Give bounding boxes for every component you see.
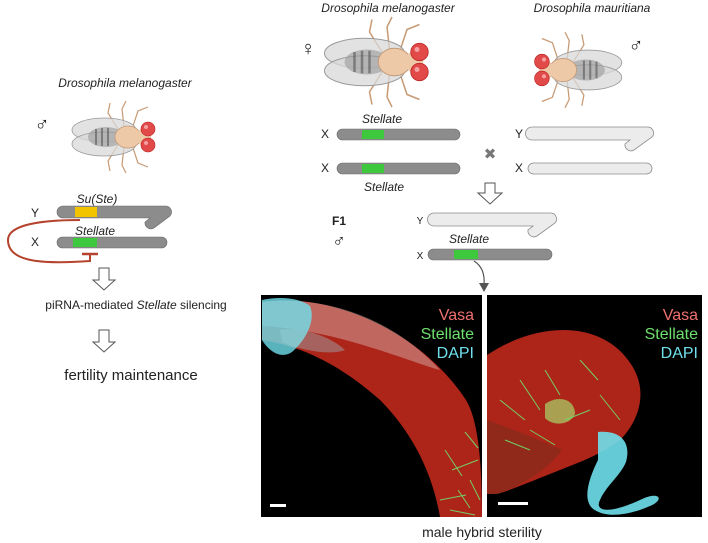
left-down-arrow-2: [91, 329, 117, 353]
f1-x-chromosome: [427, 248, 553, 261]
left-species-label: Drosophila melanogaster: [58, 76, 192, 90]
stellate-bottom-label: Stellate: [364, 180, 404, 194]
pirna-repression-arrow: [6, 219, 91, 264]
right-stellate-fluor-label: Stellate: [645, 326, 698, 343]
female-x-label-2: X: [321, 161, 329, 175]
f1-to-micrograph-arrow: [473, 260, 485, 286]
left-su-ste-locus: [75, 207, 97, 217]
right-scale-bar: [498, 502, 528, 505]
mauritiana-male-fly-icon: [533, 31, 623, 109]
micrograph-caption: male hybrid sterility: [422, 524, 542, 540]
left-male-symbol: ♂: [35, 114, 50, 136]
female-symbol: ♀: [301, 38, 316, 60]
left-x-label: X: [31, 235, 39, 249]
male-y-label: Y: [515, 127, 523, 141]
left-down-arrow-1: [91, 267, 117, 291]
left-stellate-locus: [73, 238, 97, 247]
micrograph-right: Vasa Stellate DAPI: [487, 295, 702, 517]
f1-stellate-locus: [454, 250, 478, 259]
left-su-ste-label: Su(Ste): [77, 192, 118, 206]
right-dapi-label: DAPI: [661, 345, 698, 362]
stellate-top-label: Stellate: [362, 112, 402, 126]
f1-stellate-label: Stellate: [449, 232, 489, 246]
right-vasa-label: Vasa: [663, 307, 698, 324]
left-dapi-label: DAPI: [437, 345, 474, 362]
female-x-chromosome-2: [336, 162, 461, 175]
left-stellate-fluor-label: Stellate: [421, 326, 474, 343]
left-y-label: Y: [31, 206, 39, 220]
right-female-species-label: Drosophila melanogaster: [321, 1, 455, 15]
f1-arrow-head: [479, 283, 489, 292]
mauritiana-y-chromosome: [525, 126, 654, 152]
cross-icon: ✖: [484, 145, 497, 163]
f1-y-chromosome: [427, 212, 557, 238]
right-male-species-label: Drosophila mauritiana: [534, 1, 651, 15]
f1-y-label: Y: [417, 216, 424, 227]
left-scale-bar: [270, 504, 286, 507]
f1-label: F1: [332, 214, 346, 228]
female-x-label-1: X: [321, 127, 329, 141]
female-stellate-locus-2: [362, 164, 384, 173]
left-vasa-label: Vasa: [439, 307, 474, 324]
f1-male-symbol: ♂: [332, 231, 346, 251]
cross-down-arrow: [476, 182, 504, 205]
female-x-chromosome-1: [336, 128, 461, 141]
left-male-fly-icon: [71, 100, 156, 174]
micrograph-left: Vasa Stellate DAPI: [261, 295, 482, 517]
f1-x-label: X: [417, 251, 424, 262]
male-x-label: X: [515, 161, 523, 175]
female-fly-icon: [323, 15, 430, 109]
left-stellate-label: Stellate: [75, 224, 115, 238]
silencing-text: piRNA-mediated Stellate silencing: [45, 298, 226, 312]
female-stellate-locus-1: [362, 130, 384, 139]
mauritiana-x-chromosome: [527, 162, 653, 175]
male-symbol: ♂: [629, 35, 644, 57]
fertility-outcome-text: fertility maintenance: [64, 367, 197, 384]
